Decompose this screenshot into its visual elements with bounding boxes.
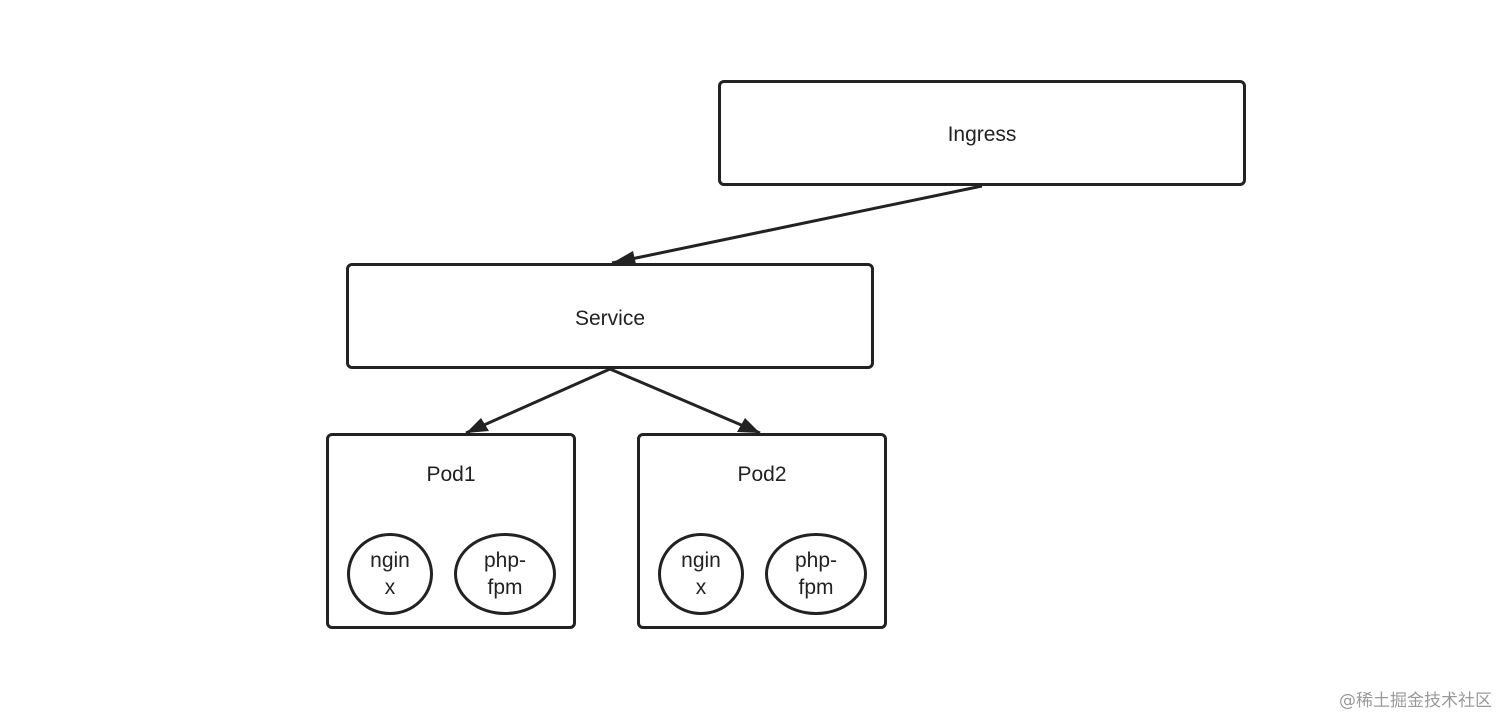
- service-node: Service: [346, 263, 874, 369]
- pod2-php-fpm-container: php- fpm: [765, 533, 867, 615]
- pod1-node: Pod1 ngin x php- fpm: [326, 433, 576, 629]
- pod1-title: Pod1: [426, 463, 476, 486]
- pod2-nginx-container: ngin x: [658, 533, 744, 615]
- pod2-node: Pod2 ngin x php- fpm: [637, 433, 887, 629]
- pod1-nginx-container: ngin x: [347, 533, 433, 615]
- arrowhead-service-to-pod1: [466, 418, 489, 433]
- watermark-text: @稀土掘金技术社区: [1339, 691, 1492, 711]
- ingress-node: Ingress: [718, 80, 1246, 186]
- service-label: Service: [574, 307, 646, 330]
- pod2-title: Pod2: [737, 463, 787, 486]
- ingress-label: Ingress: [947, 123, 1017, 146]
- pod2-nginx-label: ngin x: [681, 548, 721, 599]
- pod1-php-fpm-label: php- fpm: [483, 548, 527, 599]
- arrowhead-service-to-pod2: [737, 418, 760, 433]
- edge-service-to-pod2: [609, 367, 761, 435]
- edge-service-to-pod1: [465, 367, 611, 435]
- pod2-php-fpm-label: php- fpm: [794, 548, 838, 599]
- pod1-nginx-label: ngin x: [370, 548, 410, 599]
- pod1-php-fpm-container: php- fpm: [454, 533, 556, 615]
- edge-ingress-to-service: [611, 184, 983, 265]
